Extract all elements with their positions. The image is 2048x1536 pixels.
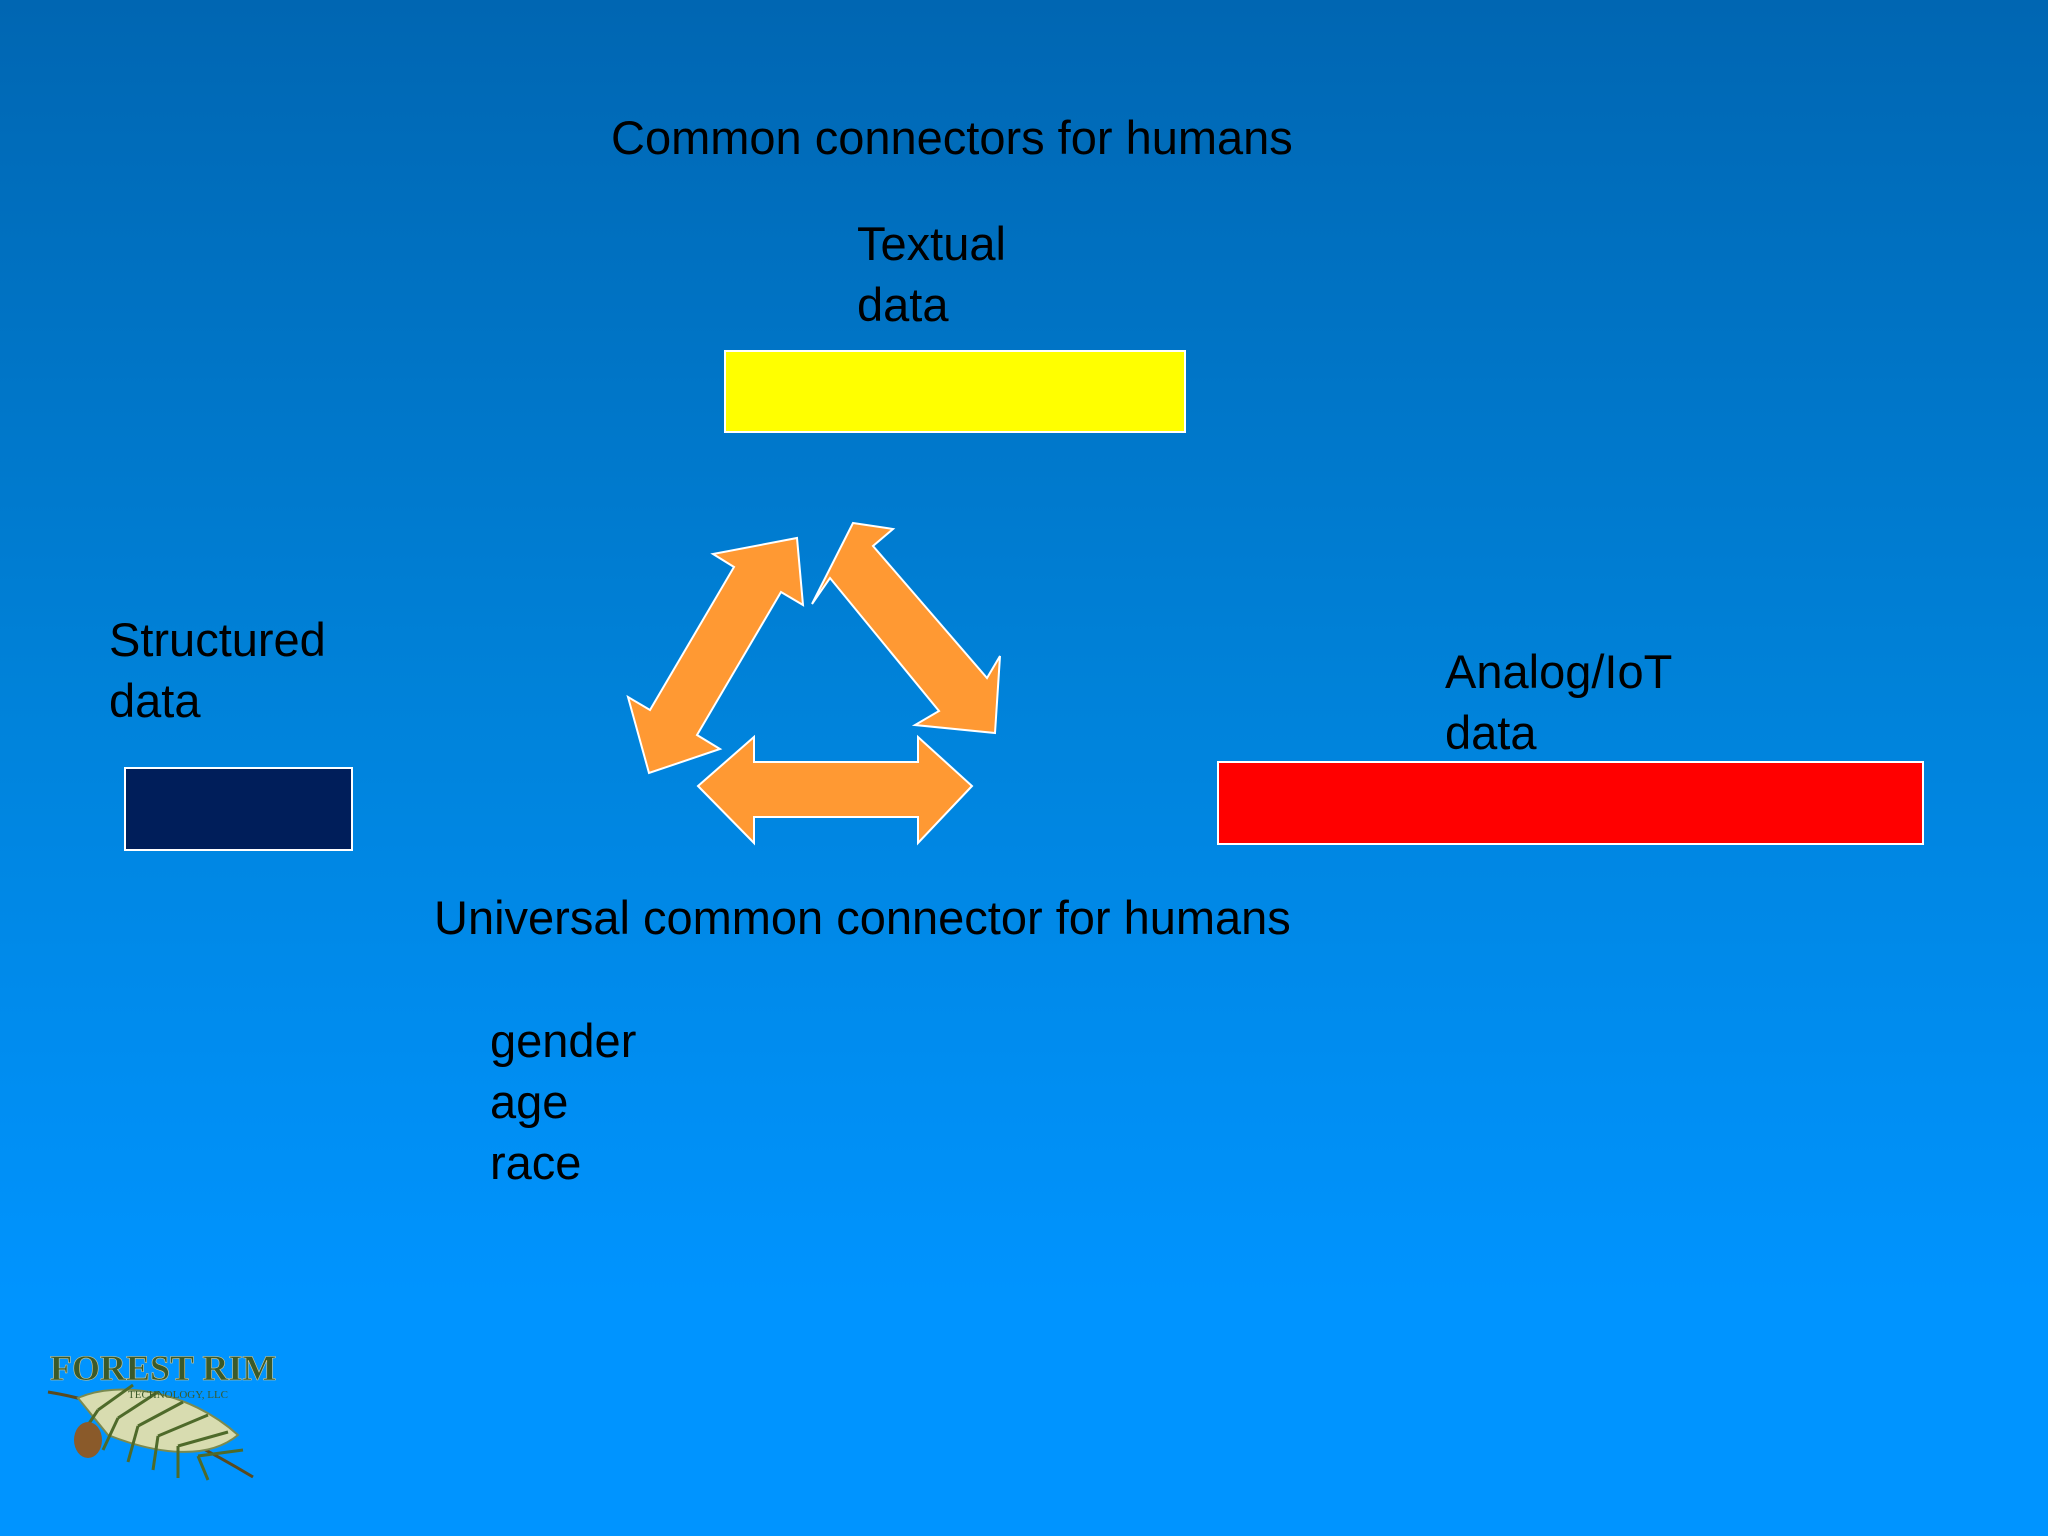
double-arrow-right — [811, 521, 1001, 735]
textual-data-label-line1: Textual — [857, 217, 1006, 270]
universal-connector-label: Universal common connector for humans — [434, 891, 1291, 944]
analog-iot-data-label-line1: Analog/IoT — [1445, 645, 1673, 698]
analog-iot-data-label: Analog/IoT data — [1445, 641, 1672, 763]
list-item-gender: gender — [490, 1014, 637, 1067]
structured-data-label: Structured data — [109, 609, 326, 731]
pine-branch-logo-icon — [47, 1383, 254, 1481]
structured-data-label-line1: Structured — [109, 613, 326, 666]
textual-data-label-line2: data — [857, 278, 949, 331]
analog-iot-data-label-line2: data — [1445, 706, 1537, 759]
list-item-race: race — [490, 1136, 582, 1189]
logo-subtitle: TECHNOLOGY, LLC — [128, 1389, 228, 1401]
structured-data-box — [124, 767, 353, 851]
universal-connector-list: gender age race — [490, 1010, 636, 1193]
double-arrow-bottom — [696, 734, 974, 846]
textual-data-box — [724, 350, 1186, 433]
double-arrow-left — [626, 536, 805, 775]
logo-name: FOREST RIM — [50, 1348, 276, 1388]
list-item-age: age — [490, 1075, 569, 1128]
forest-rim-logo: FOREST RIM TECHNOLOGY, LLC — [47, 1348, 277, 1481]
textual-data-label: Textual data — [857, 213, 1006, 335]
slide-title: Common connectors for humans — [611, 111, 1293, 164]
analog-iot-data-box — [1217, 761, 1924, 845]
structured-data-label-line2: data — [109, 674, 201, 727]
